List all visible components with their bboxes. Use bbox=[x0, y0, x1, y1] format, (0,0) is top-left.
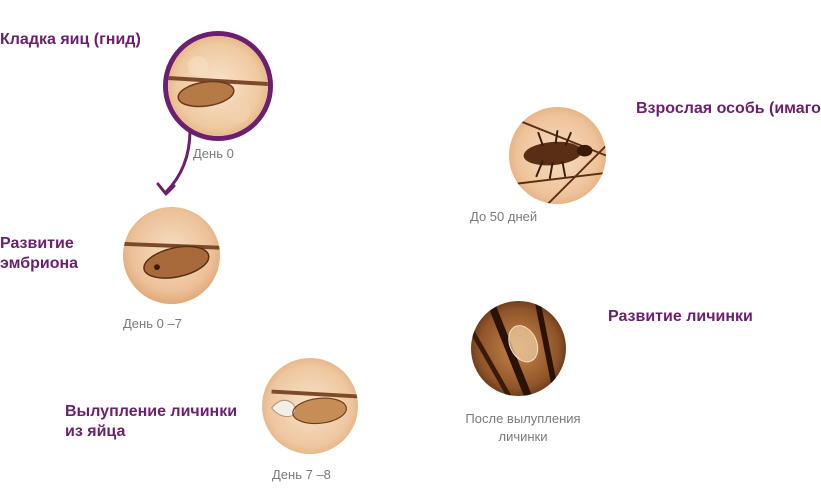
adult-louse-photo bbox=[509, 107, 606, 204]
stage-larva-caption-line2: личинки bbox=[498, 429, 548, 444]
stage-adult-title: Взрослая особь (имаго) bbox=[636, 100, 821, 117]
stage-hatching-title-line1: Вылупление личинки bbox=[65, 403, 238, 420]
hatching-nit-photo bbox=[262, 358, 358, 454]
stage-larva-title: Развитие личинки bbox=[608, 308, 753, 325]
stage-eggs-title: Кладка яиц (гнид) bbox=[0, 31, 141, 48]
stage-hatching-title: Вылупление личинки из яйца bbox=[65, 402, 237, 442]
stage-embryo-title-line2: эмбриона bbox=[0, 255, 79, 272]
stage-adult-caption: До 50 дней bbox=[470, 209, 538, 224]
nit-on-hair-photo bbox=[163, 31, 273, 141]
nymph-photo bbox=[471, 301, 566, 396]
stage-hatching-caption: День 7 –8 bbox=[272, 467, 331, 482]
curved-arrow-down-icon bbox=[156, 128, 192, 196]
stage-eggs-caption: День 0 bbox=[193, 146, 234, 161]
stage-larva-caption: После вылупления личинки bbox=[456, 410, 590, 446]
embryo-nit-photo bbox=[123, 207, 220, 304]
stage-larva-caption-line1: После вылупления bbox=[465, 411, 581, 426]
stage-embryo-title-line1: Развитие bbox=[0, 235, 74, 252]
stage-hatching-title-line2: из яйца bbox=[65, 423, 126, 440]
stage-embryo-caption: День 0 –7 bbox=[123, 316, 182, 331]
stage-embryo-title: Развитие эмбриона bbox=[0, 234, 78, 274]
